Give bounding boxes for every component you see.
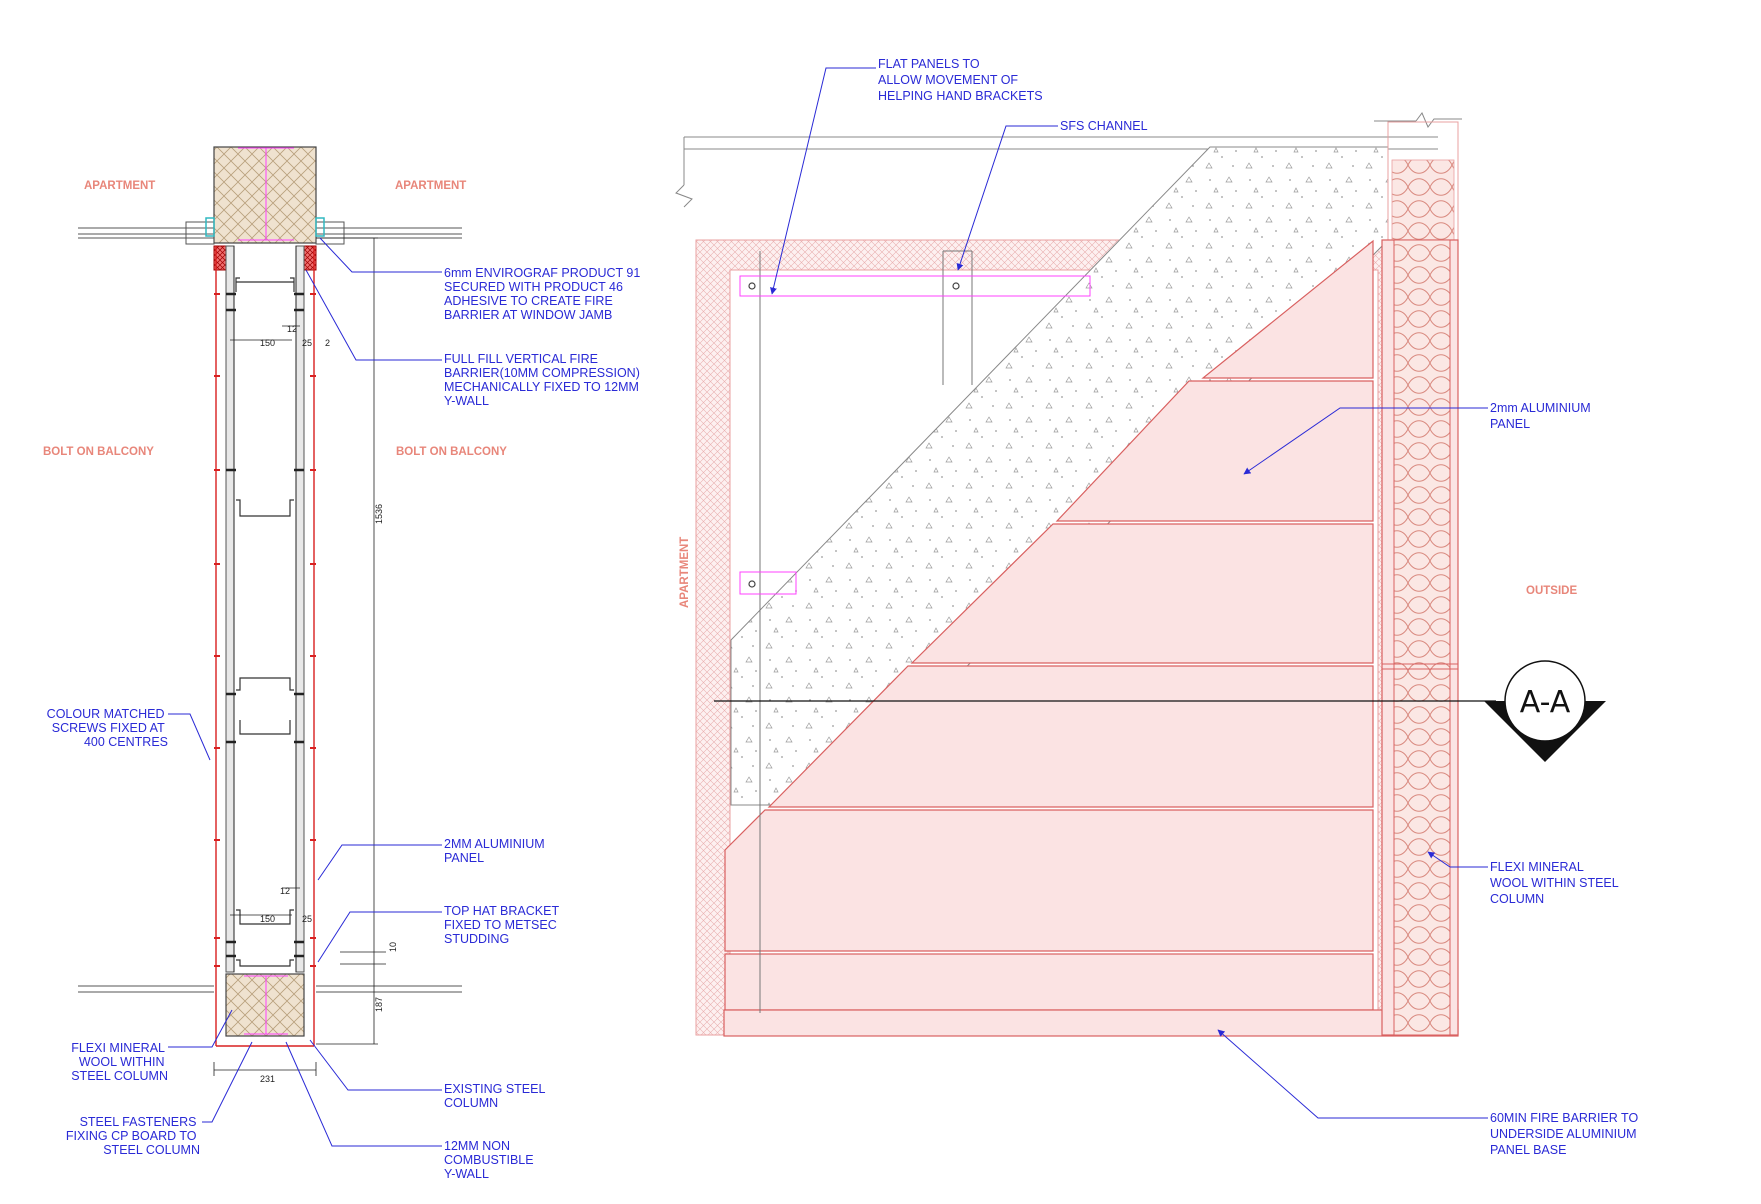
plan-bottom-column [225, 973, 305, 1037]
section-marker-text: A-A [1520, 685, 1571, 720]
label-colour-matched-screws: COLOUR MATCHED SCREWS FIXED AT 400 CENTR… [47, 707, 168, 749]
label-flexi-mineral-plan: FLEXI MINERAL WOOL WITHIN STEEL COLUMN [71, 1041, 168, 1083]
plan-leaders [168, 237, 442, 1147]
plan-section: APARTMENT APARTMENT BOLT ON BALCONY BOLT… [43, 146, 644, 1181]
zone-balcony-left: BOLT ON BALCONY [43, 446, 154, 458]
bracket-bolts [226, 292, 304, 958]
panel-6 [724, 953, 1374, 1011]
label-aluminium-panel-elev: 2mm ALUMINIUM PANEL [1490, 401, 1594, 431]
section-marker-aa: A-A [1484, 660, 1606, 762]
sfs-channel [759, 250, 973, 1013]
dim-150-top: 150 [260, 338, 275, 348]
insulated-steel-column [1381, 121, 1459, 1036]
panel-5 [724, 809, 1374, 952]
label-sfs-channel: SFS CHANNEL [1060, 119, 1148, 133]
plan-top-column [213, 146, 317, 244]
dim-2: 2 [325, 338, 330, 348]
fire-barrier-base [723, 1009, 1459, 1037]
aluminium-panels [724, 239, 1374, 1011]
dim-10: 10 [388, 942, 398, 952]
label-full-fill-barrier: FULL FILL VERTICAL FIRE BARRIER(10MM COM… [444, 352, 643, 408]
plan-bottom-i-beam [244, 975, 288, 1035]
panel-1 [1201, 239, 1374, 379]
helping-hand-brackets [739, 275, 1091, 595]
dim-150-bottom: 150 [260, 914, 275, 924]
y-wall-right [295, 245, 305, 973]
elevation-section: A-A APARTMENT OUTSIDE FLAT PANELS TO ALL… [675, 57, 1642, 1157]
label-flexi-mineral-elev: FLEXI MINERAL WOOL WITHIN STEEL COLUMN [1490, 860, 1622, 906]
panel-2 [1055, 380, 1374, 522]
label-non-combustible-ywall: 12MM NON COMBUSTIBLE Y-WALL [444, 1139, 537, 1181]
dim-1536: 1536 [374, 504, 384, 524]
label-envirograf: 6mm ENVIROGRAF PRODUCT 91 SECURED WITH P… [444, 266, 644, 322]
label-aluminium-panel-plan: 2MM ALUMINIUM PANEL [444, 837, 548, 865]
zone-apartment-vertical: APARTMENT [679, 537, 691, 608]
plan-dimensions [213, 237, 386, 1076]
panel-3 [910, 523, 1374, 664]
zone-balcony-right: BOLT ON BALCONY [396, 446, 507, 458]
y-wall-left [225, 245, 235, 973]
label-existing-steel-column: EXISTING STEEL COLUMN [444, 1082, 548, 1110]
window-seal-right [315, 217, 325, 237]
fixing-screws [214, 293, 316, 967]
elevation-leaders [770, 67, 1488, 1119]
bottom-frame-lines [78, 985, 462, 993]
label-flat-panels: FLAT PANELS TO ALLOW MOVEMENT OF HELPING… [878, 57, 1043, 103]
plan-frame-lines [233, 246, 297, 972]
dim-231: 231 [260, 1074, 275, 1084]
metsec-studs [235, 277, 295, 967]
dim-12-bottom: 12 [280, 886, 290, 896]
label-fire-barrier-base: 60MIN FIRE BARRIER TO UNDERSIDE ALUMINIU… [1490, 1111, 1642, 1157]
window-frame-right [315, 221, 462, 245]
window-seal-left [205, 217, 215, 237]
dim-25-top: 25 [302, 338, 312, 348]
label-steel-fasteners: STEEL FASTENERS FIXING CP BOARD TO STEEL… [66, 1115, 200, 1157]
window-frame-left [78, 221, 215, 245]
dim-25-bottom: 25 [302, 914, 312, 924]
label-top-hat-bracket: TOP HAT BRACKET FIXED TO METSEC STUDDING [444, 904, 562, 946]
zone-apartment-right: APARTMENT [395, 180, 466, 192]
zone-outside: OUTSIDE [1526, 585, 1577, 597]
plan-top-i-beam [238, 147, 294, 241]
dim-12-top: 12 [287, 324, 297, 334]
dim-187: 187 [374, 997, 384, 1012]
zone-apartment-left: APARTMENT [84, 180, 155, 192]
